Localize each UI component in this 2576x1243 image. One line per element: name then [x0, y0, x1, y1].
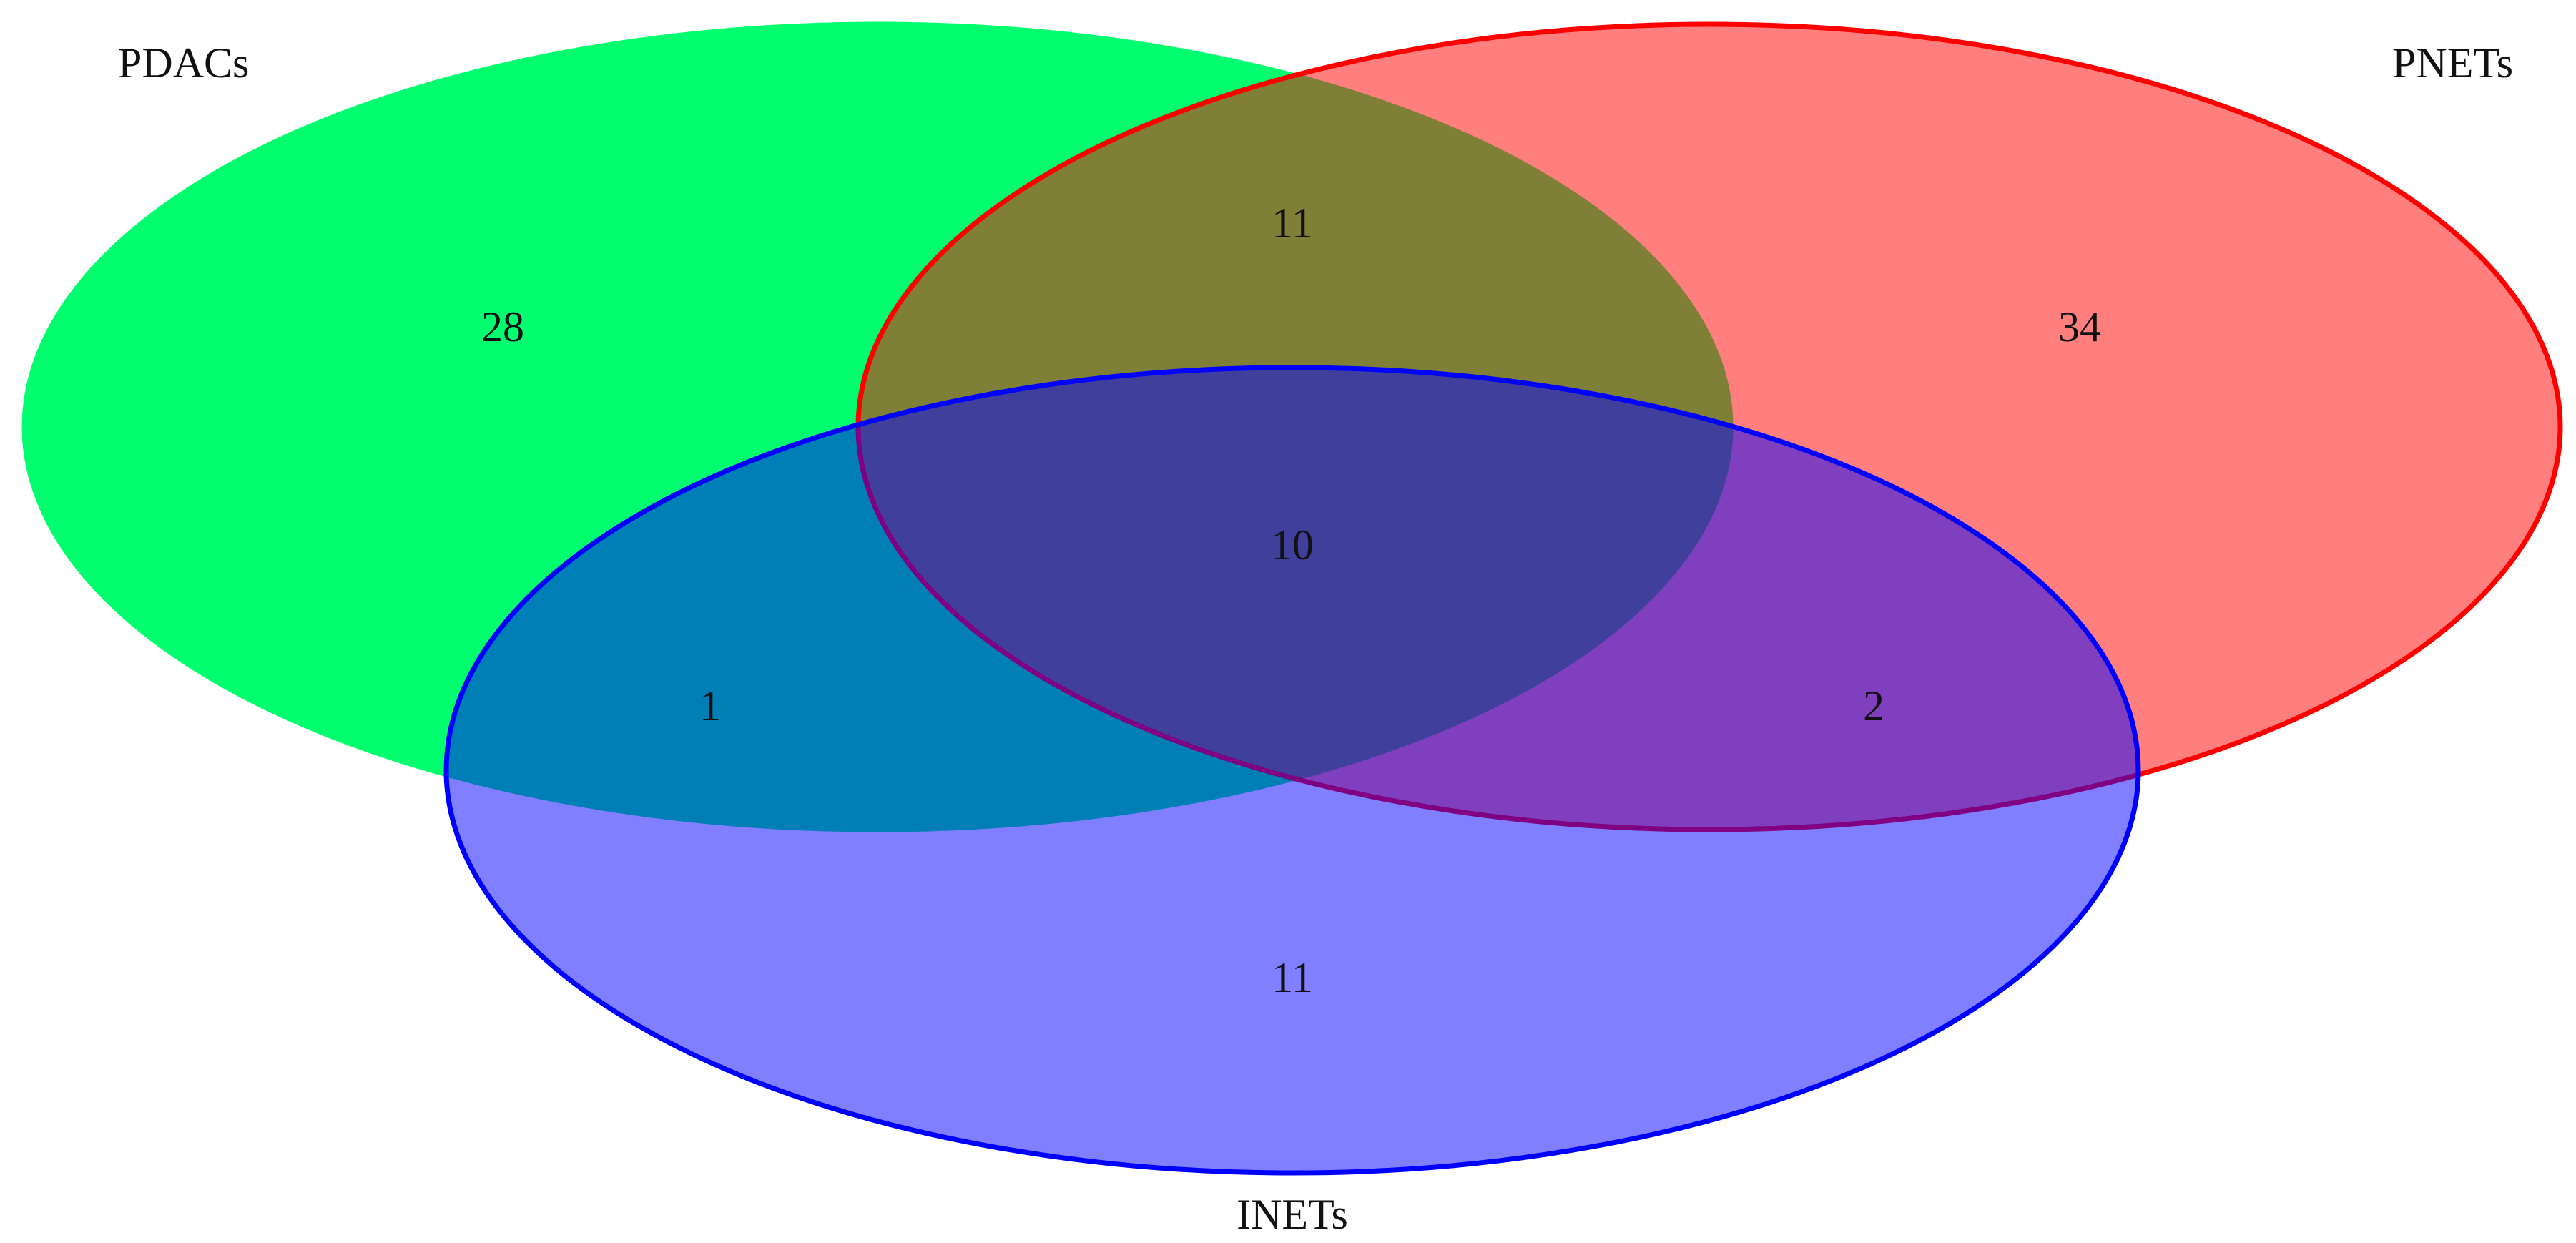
count-pnets-inets: 2: [1863, 682, 1884, 729]
count-pnets-only: 34: [2058, 303, 2101, 350]
pdacs-label: PDACs: [118, 39, 249, 87]
count-all-three: 10: [1271, 521, 1314, 569]
count-inets-only: 11: [1272, 954, 1313, 1001]
inets-label: INETs: [1237, 1191, 1348, 1238]
count-pdacs-inets: 1: [699, 682, 721, 729]
count-pdacs-only: 28: [481, 303, 524, 350]
inets-ellipse: [443, 365, 2141, 1176]
pnets-label: PNETs: [2392, 39, 2513, 87]
count-pdacs-pnets: 11: [1272, 200, 1313, 247]
